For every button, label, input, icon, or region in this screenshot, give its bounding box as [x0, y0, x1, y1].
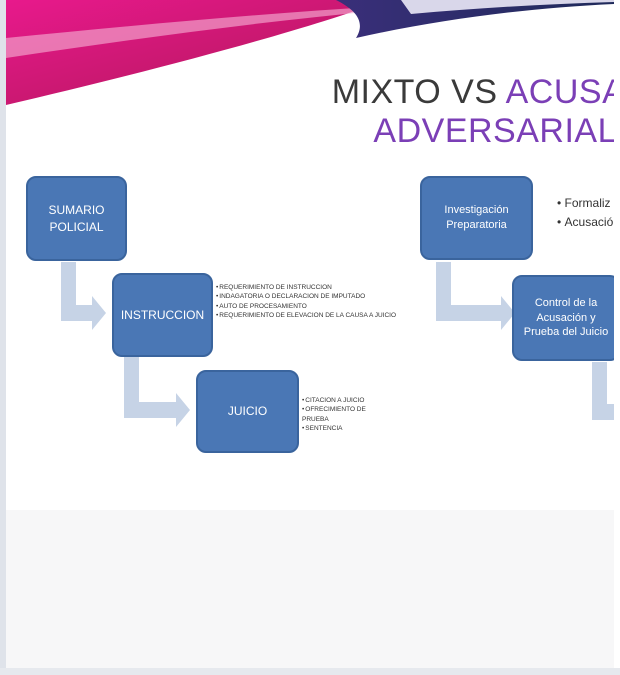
box-label-line: SUMARIO	[48, 203, 105, 218]
header-light-band	[6, 6, 386, 58]
bullet-item: INDAGATORIA O DECLARACION DE IMPUTADO	[216, 292, 406, 301]
header-decoration	[6, 0, 614, 105]
title-plain-text: MIXTO VS	[331, 73, 506, 111]
window-frame-bottom	[0, 668, 620, 675]
box-label-line: Control de la	[534, 296, 598, 309]
header-pale-band	[401, 0, 614, 14]
right-flow-bullets: Formaliz Acusació	[557, 194, 614, 232]
slide-lower-area	[6, 510, 614, 668]
bullet-item: CITACION A JUICIO	[302, 396, 372, 405]
presentation-slide: MIXTO VS ACUSAT ADVERSARIAL r SUMARIO PO…	[6, 0, 614, 668]
box-label-line: POLICIAL	[49, 219, 104, 234]
box-label: INSTRUCCION	[120, 307, 205, 322]
slide-title-line-2: ADVERSARIAL	[373, 112, 614, 150]
bullet-item: REQUERIMIENTO DE INSTRUCCION	[216, 283, 406, 292]
left-arrow-2	[124, 357, 190, 427]
right-arrow-1	[436, 262, 515, 330]
bullet-item: SENTENCIA	[302, 424, 372, 433]
bullet-item: Acusació	[557, 213, 614, 232]
box-label: JUICIO	[227, 404, 268, 419]
bullet-item: REQUERIMIENTO DE ELEVACION DE LA CAUSA A…	[216, 311, 406, 320]
bullet-item: OFRECIMIENTO DE PRUEBA	[302, 405, 372, 424]
window-frame-left	[0, 0, 6, 675]
box-label-line: Investigación	[444, 204, 509, 217]
sumario-policial-box: SUMARIO POLICIAL	[26, 176, 127, 261]
header-navy-swoosh	[336, 0, 614, 38]
bullet-item: AUTO DE PROCESAMIENTO	[216, 302, 406, 311]
instruccion-bullets: REQUERIMIENTO DE INSTRUCCION INDAGATORIA…	[216, 283, 406, 321]
right-arrow-2	[592, 362, 614, 420]
bullet-item: Formaliz	[557, 194, 613, 213]
juicio-bullets: CITACION A JUICIO OFRECIMIENTO DE PRUEBA…	[302, 396, 372, 434]
left-arrow-1	[61, 262, 106, 330]
box-label-line: Preparatoria	[446, 219, 507, 231]
box-label-line: Prueba del Juicio	[523, 326, 609, 339]
box-label-line: Acusación y	[536, 311, 596, 324]
control-acusacion-box: Control de la Acusación y Prueba del Jui…	[512, 275, 614, 361]
flow-arrows	[61, 262, 614, 427]
title-accent-text: ACUSAT	[505, 73, 614, 111]
slide-title-line-1: MIXTO VS ACUSAT	[332, 73, 614, 112]
juicio-box: JUICIO	[196, 370, 299, 453]
header-pink-swoosh	[6, 0, 386, 105]
instruccion-box: INSTRUCCION	[112, 273, 213, 357]
investigacion-preparatoria-box: Investigación Preparatoria	[420, 176, 533, 260]
